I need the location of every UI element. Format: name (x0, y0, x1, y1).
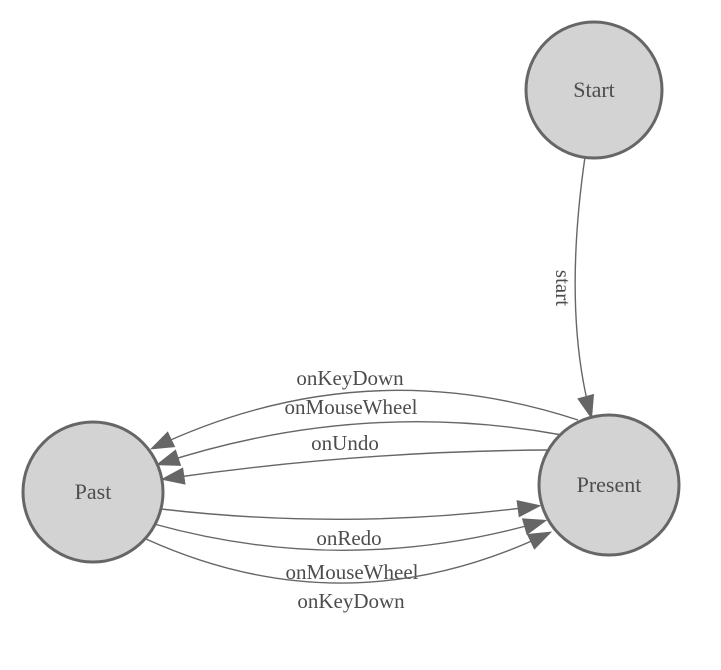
edge-start-to-present[interactable]: start (551, 156, 595, 420)
state-node-past-circle[interactable] (21, 420, 165, 564)
edge-past-to-present-onkeydown[interactable]: onKeyDown (145, 531, 553, 613)
edge-past-to-present-onredo-path[interactable] (160, 500, 542, 520)
state-node-present-circle[interactable] (537, 413, 681, 557)
edge-past-to-present-onmousewheel-path[interactable] (153, 518, 548, 551)
edge-label-onredo: onRedo (316, 526, 381, 550)
edge-label-onkeydown-bottom: onKeyDown (297, 589, 405, 613)
edge-label-onmousewheel-bottom: onMouseWheel (286, 560, 419, 584)
edge-present-to-past-onkeydown[interactable]: onKeyDown (149, 366, 579, 450)
edge-label-start: start (551, 270, 575, 306)
edge-present-to-past-onmousewheel[interactable]: onMouseWheel (155, 395, 563, 466)
edge-present-to-past-onundo-path[interactable] (160, 449, 550, 485)
state-node-start-label: Start (573, 77, 615, 102)
state-node-start[interactable]: Start (524, 20, 664, 160)
edge-present-to-past-onmousewheel-path[interactable] (155, 421, 563, 466)
edge-label-onkeydown-top: onKeyDown (296, 366, 404, 390)
state-node-present-label: Present (577, 472, 642, 497)
state-node-past[interactable]: Past (21, 420, 165, 564)
edge-past-to-present-onkeydown-path[interactable] (145, 531, 553, 584)
state-node-start-circle[interactable] (524, 20, 664, 160)
edge-start-to-present-path[interactable] (574, 156, 595, 420)
edge-present-to-past-onundo[interactable]: onUndo (160, 431, 550, 485)
edge-past-to-present-onredo[interactable]: onRedo (160, 500, 542, 550)
edge-present-to-past-onkeydown-path[interactable] (149, 389, 579, 450)
edge-label-onundo: onUndo (311, 431, 379, 455)
edge-label-onmousewheel-top: onMouseWheel (285, 395, 418, 419)
state-node-past-label: Past (75, 479, 112, 504)
state-node-present[interactable]: Present (537, 413, 681, 557)
